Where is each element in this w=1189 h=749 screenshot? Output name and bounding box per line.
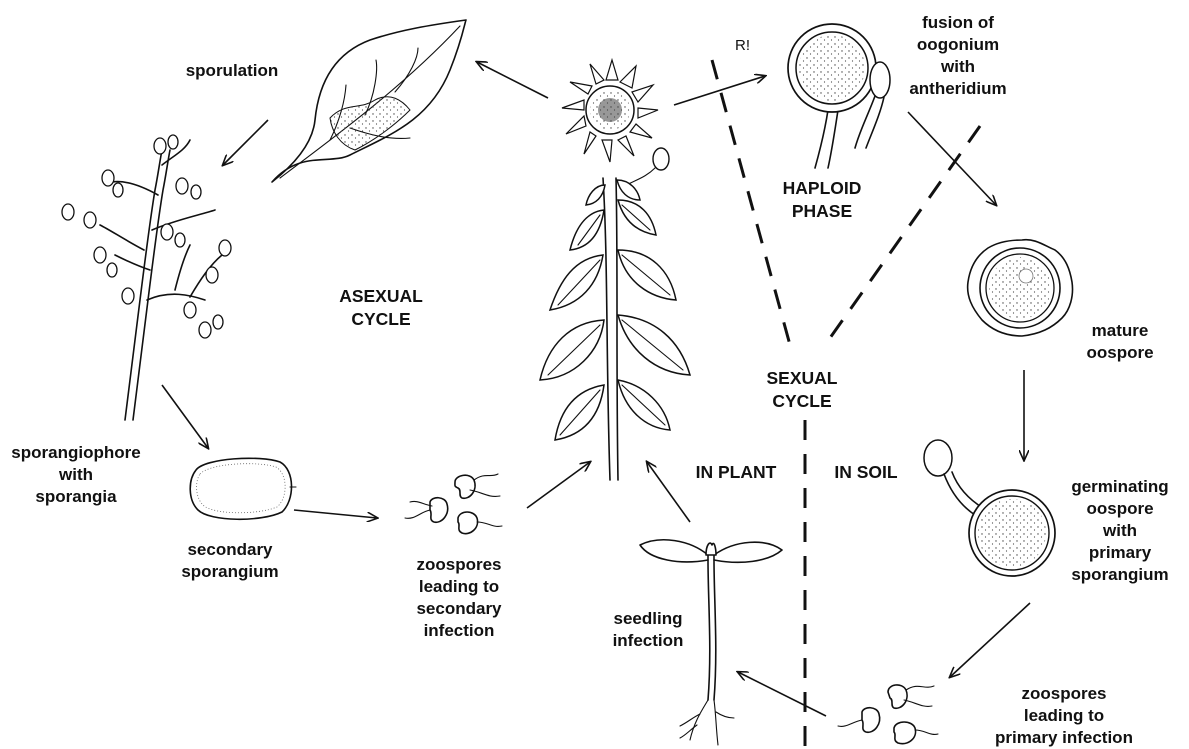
- svg-text:mature: mature: [1092, 321, 1149, 340]
- label-asexual-cycle: ASEXUAL CYCLE: [339, 286, 423, 329]
- svg-text:sporangium: sporangium: [181, 562, 278, 581]
- label-germinating-oospore: germinating oospore with primary sporang…: [1071, 477, 1168, 584]
- arrow-sporangiophore-to-sporangium: [162, 385, 208, 448]
- svg-text:HAPLOID: HAPLOID: [783, 178, 862, 198]
- label-sporulation: sporulation: [186, 61, 279, 80]
- label-sexual-cycle: SEXUAL CYCLE: [767, 368, 838, 411]
- label-haploid-phase: HAPLOID PHASE: [783, 178, 862, 221]
- svg-text:with: with: [58, 465, 93, 484]
- divider-lines: [712, 60, 980, 749]
- svg-text:SEXUAL: SEXUAL: [767, 368, 838, 388]
- leaf-icon: [272, 20, 466, 182]
- germinating-oospore-icon: [924, 440, 1055, 576]
- svg-text:leading to: leading to: [419, 577, 499, 596]
- label-seedling-infection: seedling infection: [613, 609, 684, 650]
- arrow-sunflower-to-fusion: [674, 76, 765, 105]
- svg-text:seedling: seedling: [614, 609, 683, 628]
- label-zoospores-secondary: zoospores leading to secondary infection: [416, 555, 502, 640]
- svg-text:zoospores: zoospores: [1021, 684, 1106, 703]
- oogonium-icon: [788, 24, 890, 168]
- svg-text:infection: infection: [424, 621, 495, 640]
- arrow-sunflower-to-leaf: [477, 62, 548, 98]
- r-mark: R!: [735, 37, 750, 54]
- label-sporangiophore: sporangiophore with sporangia: [11, 443, 140, 506]
- svg-text:with: with: [1102, 521, 1137, 540]
- label-secondary-sporangium: secondary sporangium: [181, 540, 278, 581]
- arrow-germinating-to-zoospores: [950, 603, 1030, 677]
- svg-text:zoospores: zoospores: [416, 555, 501, 574]
- svg-text:leading to: leading to: [1024, 706, 1104, 725]
- svg-text:CYCLE: CYCLE: [772, 391, 831, 411]
- label-fusion: fusion of oogonium with antheridium: [909, 13, 1006, 98]
- svg-text:with: with: [940, 57, 975, 76]
- sporangium-icon: [190, 458, 296, 519]
- svg-text:infection: infection: [613, 631, 684, 650]
- arrow-zoospores-to-sunflower: [527, 462, 590, 508]
- svg-text:primary: primary: [1089, 543, 1152, 562]
- svg-text:germinating: germinating: [1071, 477, 1168, 496]
- svg-text:secondary: secondary: [187, 540, 273, 559]
- svg-text:oogonium: oogonium: [917, 35, 999, 54]
- sporangiophore-icon: [62, 135, 231, 420]
- svg-text:ASEXUAL: ASEXUAL: [339, 286, 423, 306]
- label-in-soil: IN SOIL: [834, 462, 898, 482]
- oospore-icon: [968, 240, 1073, 336]
- arrow-sporangium-to-zoospores: [294, 510, 377, 518]
- arrow-zoospores-to-seedling: [738, 672, 826, 716]
- svg-text:antheridium: antheridium: [909, 79, 1006, 98]
- arrow-leaf-to-sporangiophore: [223, 120, 268, 165]
- svg-text:sporangia: sporangia: [35, 487, 117, 506]
- zoospores-primary-icon: [838, 685, 938, 744]
- label-in-plant: IN PLANT: [696, 462, 777, 482]
- svg-text:PHASE: PHASE: [792, 201, 852, 221]
- svg-text:fusion of: fusion of: [922, 13, 994, 32]
- svg-text:primary infection: primary infection: [995, 728, 1133, 747]
- svg-text:sporangiophore: sporangiophore: [11, 443, 140, 462]
- svg-text:oospore: oospore: [1086, 499, 1153, 518]
- svg-text:CYCLE: CYCLE: [351, 309, 410, 329]
- label-mature-oospore: mature oospore: [1086, 321, 1153, 362]
- svg-text:oospore: oospore: [1086, 343, 1153, 362]
- sunflower-icon: [540, 60, 690, 480]
- arrow-fusion-to-oospore: [908, 112, 996, 205]
- svg-text:secondary: secondary: [416, 599, 502, 618]
- svg-text:sporangium: sporangium: [1071, 565, 1168, 584]
- zoospores-icon: [405, 474, 502, 534]
- label-zoospores-primary: zoospores leading to primary infection: [995, 684, 1133, 747]
- arrow-seedling-to-sunflower: [647, 462, 690, 522]
